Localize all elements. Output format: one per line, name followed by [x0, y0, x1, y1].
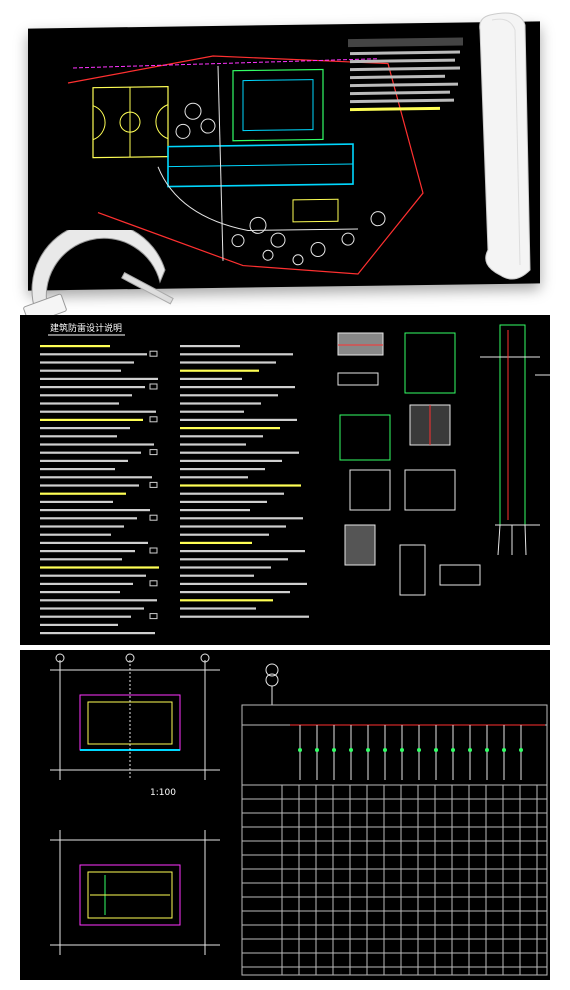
floor-plan-upper	[50, 653, 220, 780]
distribution-table	[241, 704, 548, 976]
floor-plan-drawing: 1:100	[50, 653, 548, 976]
floor-plan-lower	[50, 830, 220, 955]
notes-title: 建筑防雷设计说明	[50, 322, 122, 334]
design-notes-panel: 建筑防雷设计说明	[20, 315, 550, 645]
distribution-branches	[290, 724, 545, 780]
detail-drawings	[337, 324, 550, 596]
transformer-symbol-icon	[265, 663, 279, 705]
site-notes-block	[348, 37, 463, 112]
design-notes-drawing: 建筑防雷设计说明	[40, 322, 550, 635]
plan-scale-label: 1:100	[150, 788, 176, 798]
site-plan-drawing	[67, 37, 463, 275]
rolled-paper-icon	[479, 12, 531, 280]
protractor-ruler-icon	[23, 230, 174, 320]
floor-plan-panel: 1:100	[20, 650, 550, 980]
notes-text-lines	[40, 345, 309, 635]
site-plan-panel	[28, 21, 540, 291]
